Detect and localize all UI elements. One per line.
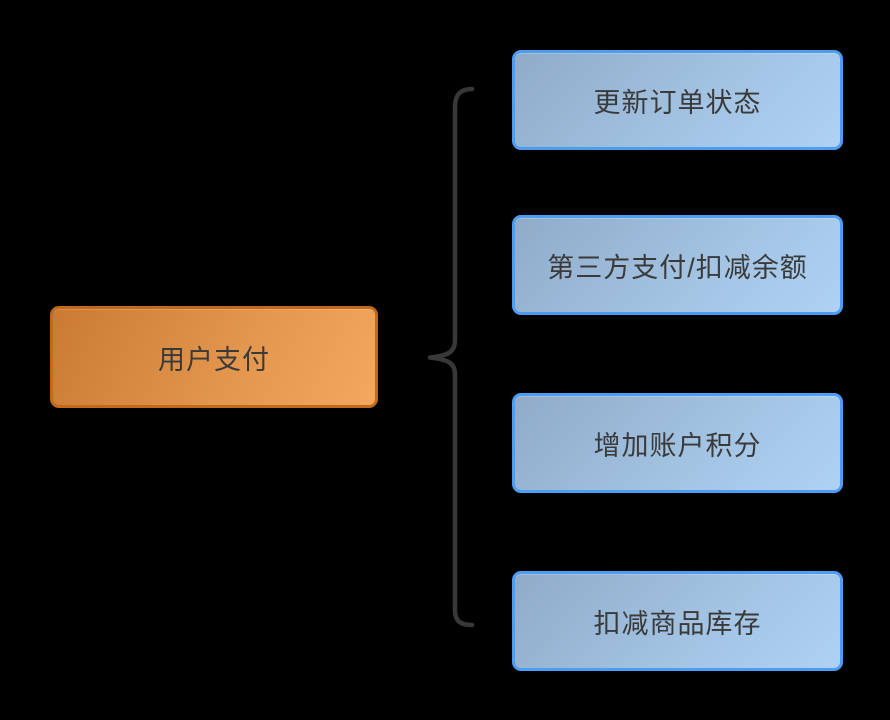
brace-path [427,86,475,628]
node-deduct-product-inventory-label: 扣减商品库存 [593,608,762,639]
node-thirdparty-payment-deduct-balance: 第三方支付/扣减余额 [512,215,843,315]
node-add-account-points-label: 增加账户积分 [593,430,762,461]
node-update-order-status: 更新订单状态 [512,50,843,150]
node-update-order-status-label: 更新订单状态 [593,87,762,118]
node-add-account-points: 增加账户积分 [512,393,843,493]
node-user-payment: 用户支付 [50,306,378,408]
node-user-payment-label: 用户支付 [158,344,270,375]
node-deduct-product-inventory: 扣减商品库存 [512,571,843,671]
node-thirdparty-payment-deduct-balance-label: 第三方支付/扣减余额 [547,252,808,283]
